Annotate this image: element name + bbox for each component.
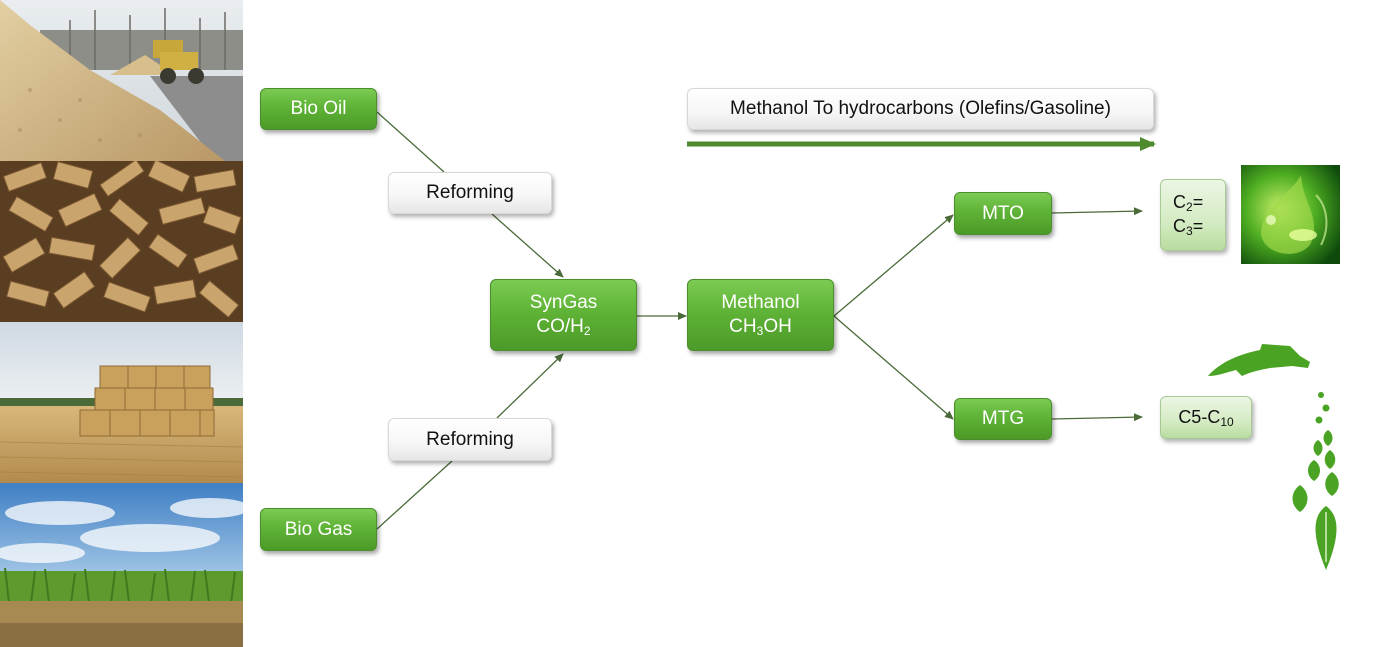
hay-bales-field-photo [0,322,243,483]
connector-reforming-to-syngas-bottom [496,353,564,419]
syngas-formula-main: CO/H [536,315,584,337]
connector-methanol-to-mtg [833,315,954,420]
methanol-formula-a: CH [729,315,757,337]
reforming-top-node: Reforming [388,172,552,214]
syngas-node: SynGas CO/H2 [490,279,637,351]
gasoline-formula: C5-C10 [1178,406,1233,430]
wood-chips-closeup-photo [0,161,243,322]
ethylene-formula: C2= [1173,191,1203,215]
mtg-node: MTG [954,398,1052,440]
syngas-formula: CO/H2 [536,315,590,339]
reforming-bottom-label: Reforming [426,428,514,450]
mtg-label: MTG [981,408,1025,430]
ethylene-c: C [1173,192,1186,212]
syngas-formula-subscript: 2 [583,323,591,338]
fuel-pump-nozzle-with-leaves-icon [1200,340,1360,575]
bio-gas-node: Bio Gas [260,508,377,551]
connector-biooil-to-reforming [376,111,445,173]
methanol-formula: CH3OH [729,315,792,339]
syngas-label: SynGas [529,292,598,314]
methanol-formula-subscript: 3 [756,323,764,338]
ethylene-tail: = [1192,192,1204,212]
propylene-subscript: 3 [1186,224,1193,238]
bio-oil-label: Bio Oil [290,98,347,120]
propylene-formula: C3= [1173,215,1203,239]
methanol-label: Methanol [721,292,800,314]
green-fuel-drop-image [1241,165,1340,264]
bio-oil-node: Bio Oil [260,88,377,130]
connector-reforming-to-syngas [491,213,564,278]
feedstock-photo-strip [0,0,243,647]
bio-gas-label: Bio Gas [284,518,353,540]
reforming-top-label: Reforming [426,182,514,204]
gasoline-product-node: C5-C10 [1160,396,1252,439]
olefins-product-node: C2= C3= [1160,179,1226,251]
connector-mto-to-olefins [1051,207,1143,216]
connector-biogas-to-reforming [376,460,453,530]
methanol-formula-b: OH [763,315,792,337]
banner-label: Methanol To hydrocarbons (Olefins/Gasoli… [730,98,1111,120]
gasoline-subscript: 10 [1220,414,1234,429]
connector-methanol-to-mto [833,214,954,317]
mto-node: MTO [954,192,1052,235]
mto-label: MTO [982,202,1024,224]
methanol-node: Methanol CH3OH [687,279,834,351]
reforming-bottom-node: Reforming [388,418,552,461]
methanol-to-hydrocarbons-banner: Methanol To hydrocarbons (Olefins/Gasoli… [687,88,1154,130]
ethylene-subscript: 2 [1186,200,1193,214]
connector-mtg-to-gasoline [1051,413,1143,422]
propylene-tail: = [1192,216,1204,236]
gasoline-main: C5-C [1178,406,1221,427]
wood-chips-pile-with-loader-photo [0,0,243,161]
propylene-c: C [1173,216,1186,236]
sugarcane-field-photo [0,483,243,647]
